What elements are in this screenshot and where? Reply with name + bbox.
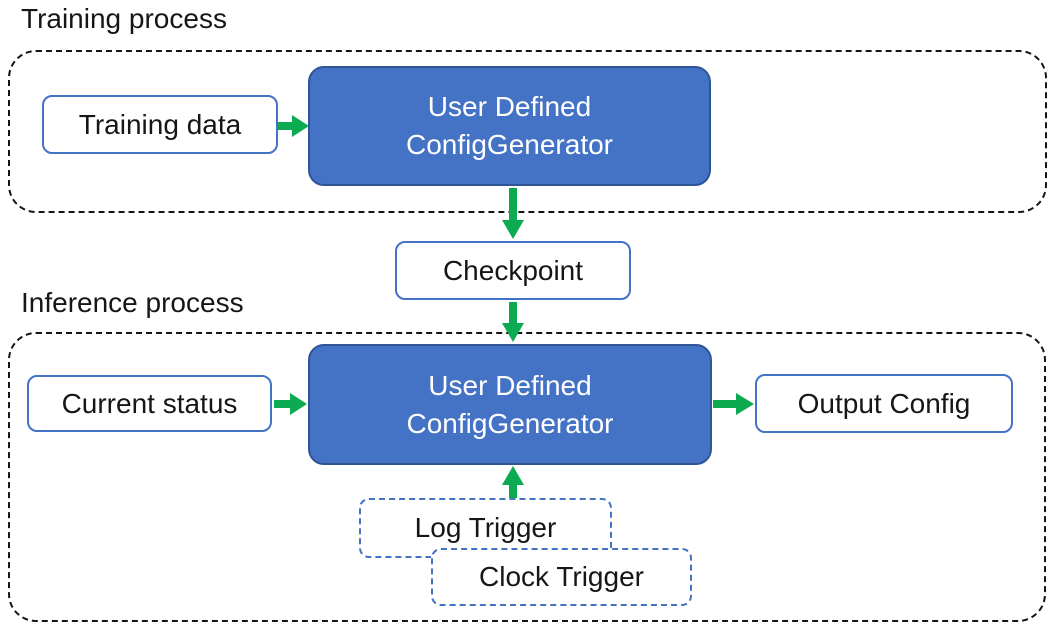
current-status-box: Current status (27, 375, 272, 432)
checkpoint-label: Checkpoint (442, 254, 584, 286)
training-process-title: Training process (21, 3, 227, 34)
inference-generator-label-line1: User Defined (428, 369, 592, 401)
inference-process-container (8, 332, 1046, 622)
training-process-container (8, 50, 1047, 213)
arrow-right-icon (274, 393, 307, 415)
clock-trigger-box: Clock Trigger (431, 548, 692, 606)
arrow-down-icon (502, 188, 524, 239)
current-status-label: Current status (61, 387, 238, 419)
training-data-label: Training data (78, 108, 242, 140)
arrow-down-icon (502, 302, 524, 342)
output-config-box: Output Config (755, 374, 1013, 433)
inference-generator-label-line2: ConfigGenerator (406, 407, 614, 439)
arrow-up-icon (502, 466, 524, 498)
training-config-generator-box: User Defined ConfigGenerator (308, 66, 711, 186)
log-trigger-label: Log Trigger (414, 512, 557, 543)
clock-trigger-label: Clock Trigger (479, 561, 644, 592)
arrow-right-icon (713, 393, 754, 415)
inference-process-title: Inference process (21, 287, 244, 318)
arrow-right-icon (276, 115, 309, 137)
checkpoint-box: Checkpoint (395, 241, 631, 300)
inference-config-generator-box: User Defined ConfigGenerator (308, 344, 712, 465)
training-generator-label-line1: User Defined (427, 91, 592, 123)
training-generator-label-line2: ConfigGenerator (405, 129, 613, 160)
training-data-box: Training data (42, 95, 278, 154)
output-config-label: Output Config (797, 387, 971, 419)
